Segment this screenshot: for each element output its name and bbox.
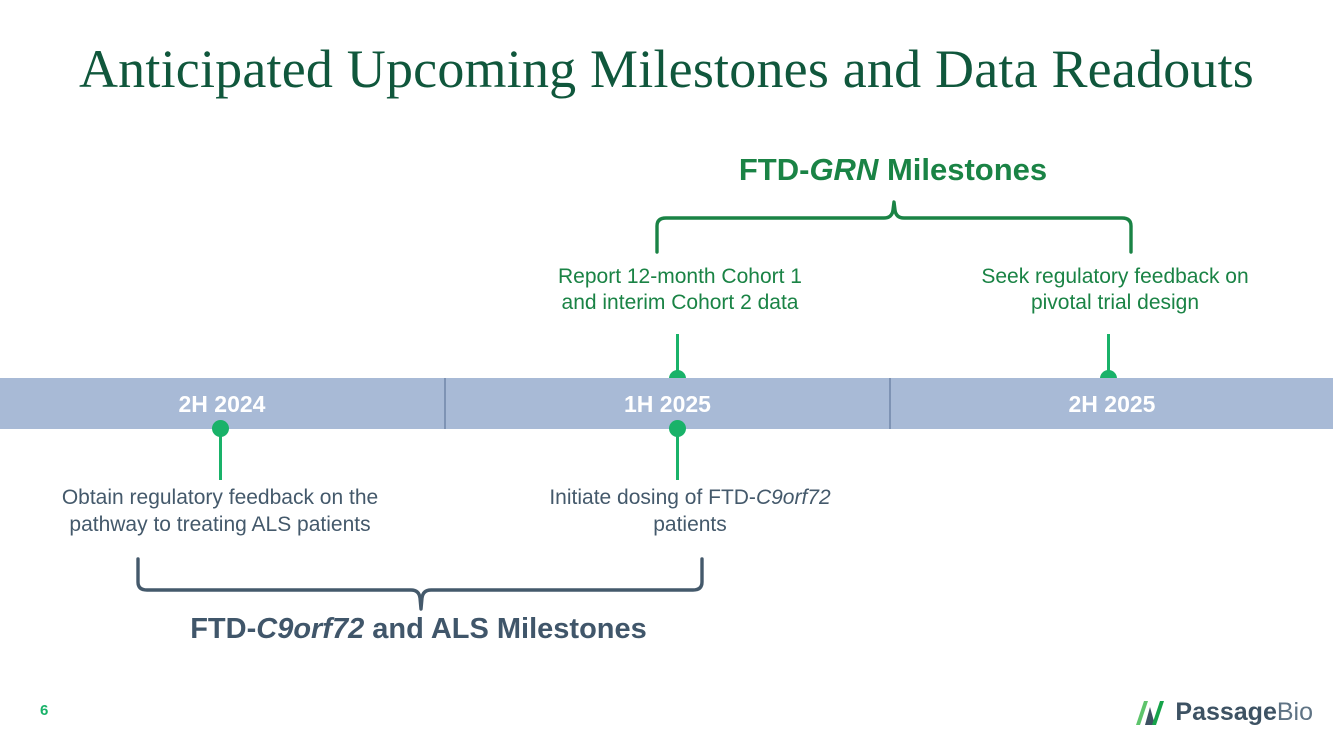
- grn-milestone-1-stem: [676, 334, 679, 380]
- c9-milestone-1-stem: [219, 428, 222, 480]
- page-number: 6: [40, 702, 49, 719]
- grn-milestone-2-label: Seek regulatory feedback on pivotal tria…: [900, 264, 1330, 316]
- c9-milestone-2-line1: Initiate dosing of FTD-C9orf72: [480, 484, 900, 511]
- c9-heading-pre: FTD-: [190, 613, 257, 645]
- c9-milestone-1-label: Obtain regulatory feedback on the pathwa…: [10, 484, 430, 538]
- c9-group-brace-icon: [136, 557, 704, 611]
- timeline-period-2h-2024: 2H 2024: [178, 391, 266, 417]
- c9-group-heading: FTD-C9orf72 and ALS Milestones: [137, 613, 700, 646]
- c9-milestone-1-line1: Obtain regulatory feedback on the: [61, 486, 379, 509]
- grn-heading-post: Milestones: [878, 152, 1048, 187]
- timeline-divider-1: [444, 378, 446, 429]
- timeline-period-2h-2025: 2H 2025: [1068, 391, 1156, 417]
- grn-heading-gene: GRN: [809, 152, 879, 187]
- page-title: Anticipated Upcoming Milestones and Data…: [78, 39, 1255, 99]
- passage-bio-mark-icon: [1136, 700, 1165, 725]
- grn-group-brace-icon: [655, 200, 1133, 254]
- grn-milestone-2-line1: Seek regulatory feedback on: [981, 265, 1249, 288]
- grn-milestone-1-line2: and interim Cohort 2 data: [561, 291, 799, 314]
- c9-milestone-2-line2: patients: [653, 513, 727, 536]
- grn-milestone-2-line2: pivotal trial design: [1030, 291, 1200, 314]
- grn-group-heading: FTD-GRN Milestones: [655, 152, 1131, 188]
- logo-wordmark: PassageBio: [1175, 698, 1313, 727]
- c9-heading-gene: C9orf72: [256, 613, 365, 645]
- logo-brand-bold: Passage: [1175, 698, 1277, 726]
- grn-milestone-2-stem: [1107, 334, 1110, 380]
- grn-milestone-1-label: Report 12-month Cohort 1 and interim Coh…: [470, 264, 890, 316]
- c9-milestone-2-label: Initiate dosing of FTD-C9orf72 patients: [480, 484, 900, 538]
- company-logo: PassageBio: [1136, 698, 1313, 727]
- c9-milestone-2-gene: C9orf72: [755, 486, 831, 509]
- timeline-period-1h-2025: 1H 2025: [624, 391, 711, 417]
- grn-heading-pre: FTD-: [738, 152, 810, 187]
- logo-brand-light: Bio: [1276, 698, 1313, 726]
- grn-milestone-1-line1: Report 12-month Cohort 1: [558, 265, 802, 288]
- c9-milestone-1-line2: pathway to treating ALS patients: [69, 513, 371, 536]
- c9-milestone-2-line1-pre: Initiate dosing of FTD-: [549, 486, 756, 509]
- c9-milestone-2-stem: [676, 428, 679, 480]
- timeline-divider-2: [889, 378, 891, 429]
- c9-heading-post: and ALS Milestones: [364, 613, 647, 645]
